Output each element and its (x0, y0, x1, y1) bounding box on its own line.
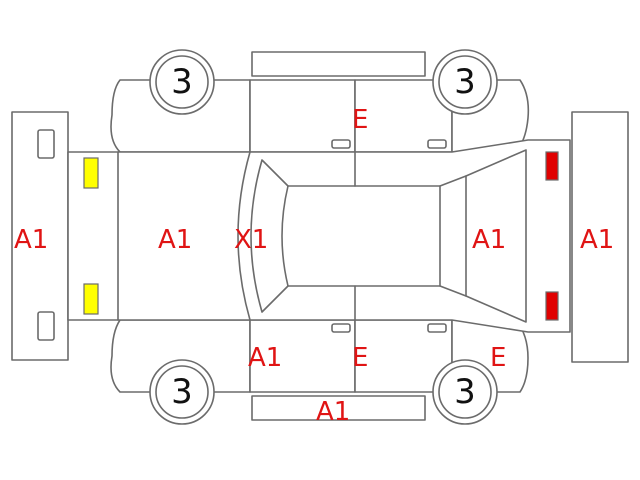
wheel-rear-bottom: 3 (432, 359, 498, 425)
front-light-bottom (83, 283, 99, 315)
wheel-rear-top: 3 (432, 49, 498, 115)
wheel-front-top: 3 (149, 49, 215, 115)
rear-bumper (571, 111, 629, 363)
car-body-top-view (67, 139, 571, 333)
code-windshield: X1 (234, 225, 268, 255)
code-trunk: A1 (472, 225, 506, 255)
front-bumper (11, 111, 69, 361)
code-lower-rear-fender: E (490, 343, 506, 373)
code-hood: A1 (158, 225, 192, 255)
rear-light-bottom (545, 291, 559, 321)
wheel-rear-bottom-label: 3 (454, 372, 476, 412)
rear-light-top (545, 151, 559, 181)
wheel-front-top-label: 3 (171, 62, 193, 102)
code-lower-rear-door: E (352, 343, 368, 373)
upper-side-panel (110, 51, 530, 153)
wheel-front-bottom: 3 (149, 359, 215, 425)
front-light-top (83, 157, 99, 189)
code-lower-front-door: A1 (248, 343, 282, 373)
code-rear-bumper: A1 (580, 225, 614, 255)
code-lower-side-sill: A1 (316, 397, 350, 427)
code-upper-doors: E (352, 105, 368, 135)
code-front-bumper: A1 (14, 225, 48, 255)
wheel-rear-top-label: 3 (454, 62, 476, 102)
lower-side-panel (110, 319, 529, 421)
wheel-front-bottom-label: 3 (171, 372, 193, 412)
